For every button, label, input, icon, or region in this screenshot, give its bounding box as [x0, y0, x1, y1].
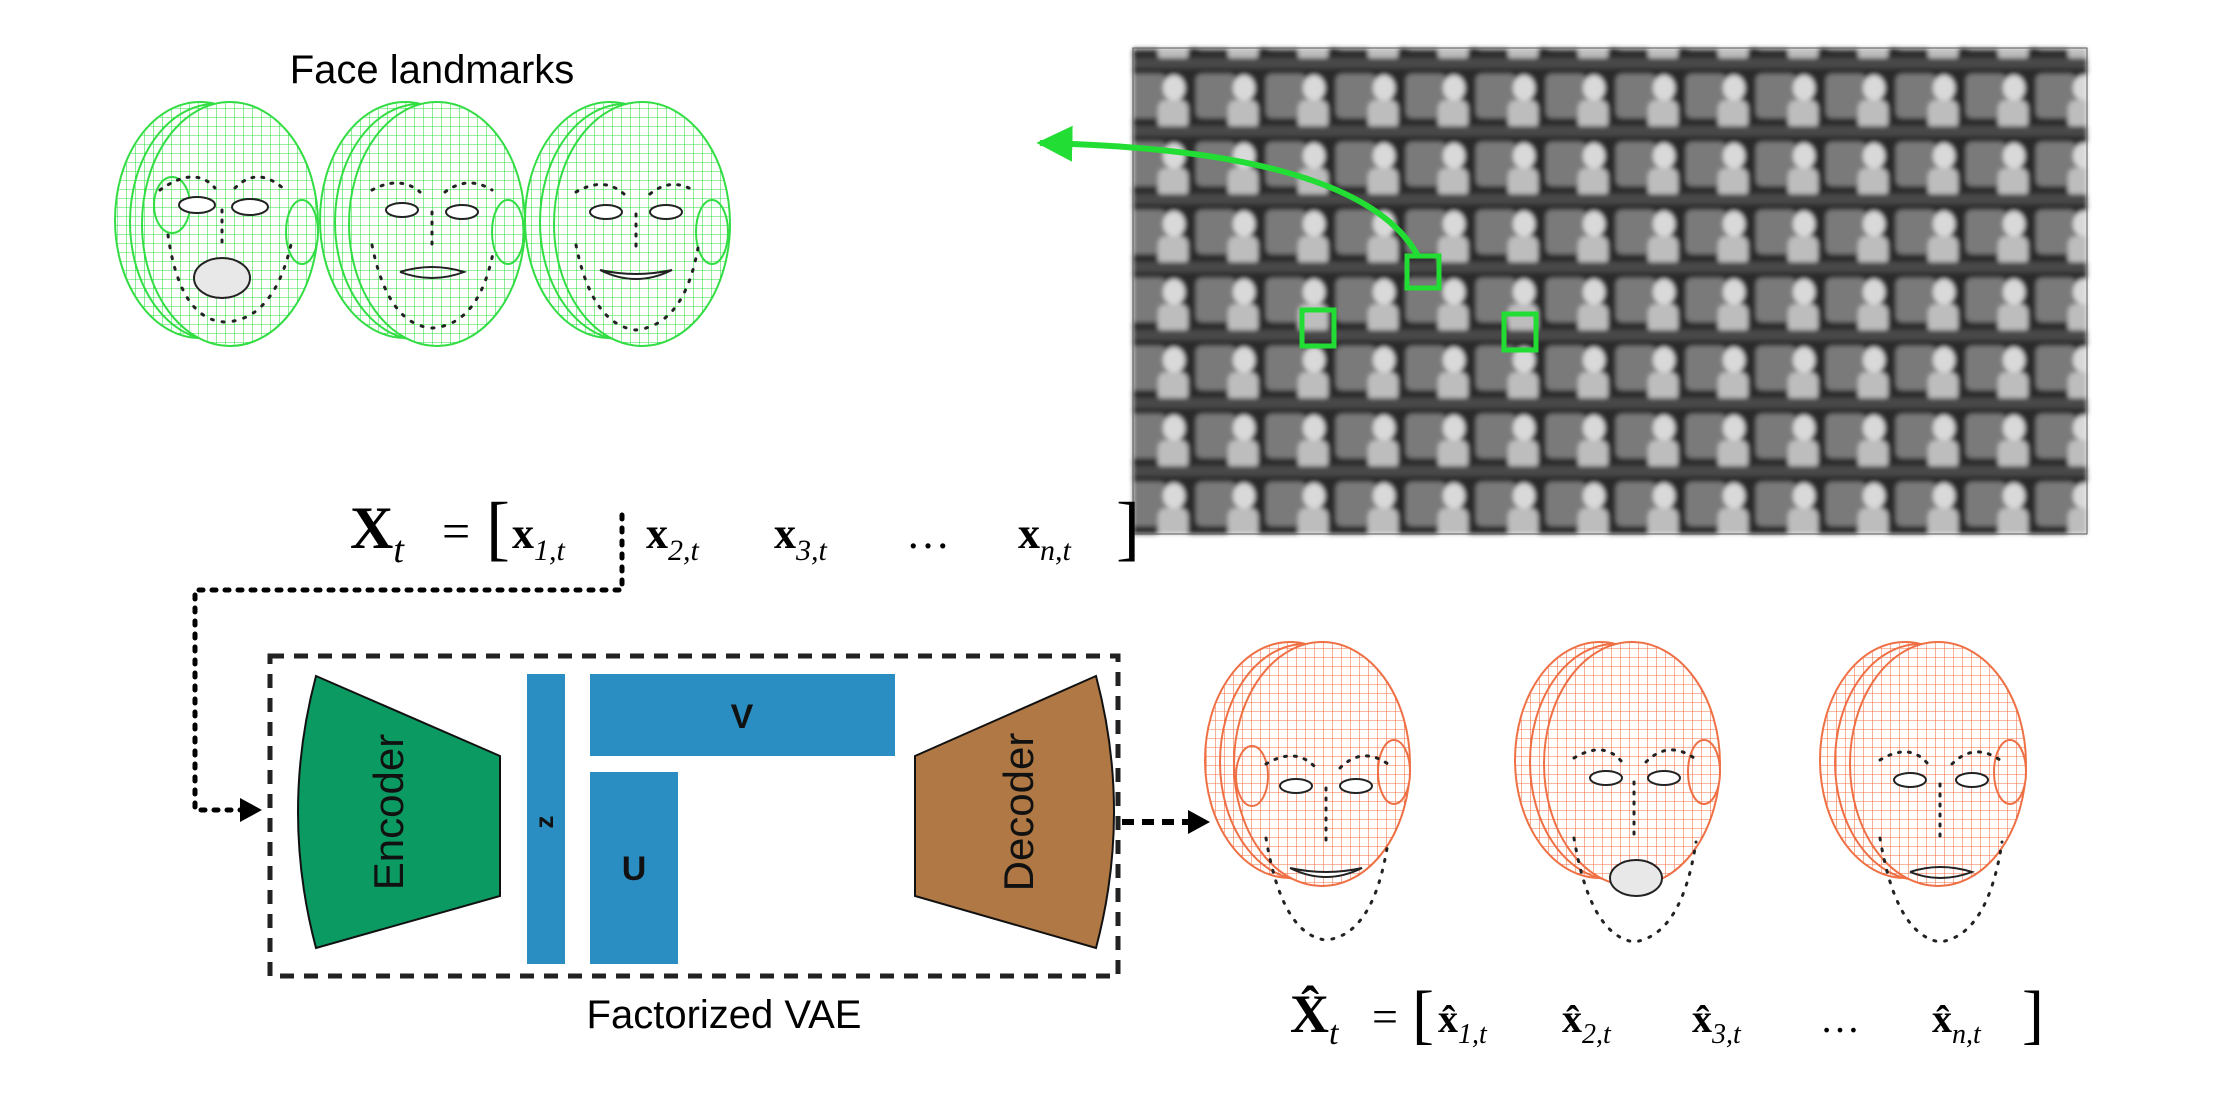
svg-text:[: [ — [486, 488, 510, 568]
highlight-box-face-3 — [1501, 311, 1539, 353]
input-arrowhead — [240, 798, 262, 822]
audience-photo — [1132, 47, 2088, 535]
svg-text:x̂1,t: x̂1,t — [1438, 996, 1488, 1050]
latent-v: V — [590, 674, 895, 756]
input-dotted-connector — [192, 512, 625, 813]
output-face-stack-2 — [1514, 641, 1721, 944]
svg-text:x̂2,t: x̂2,t — [1562, 996, 1612, 1050]
encoder-block: Encoder — [297, 674, 501, 950]
factorized-vae-box — [267, 653, 1121, 979]
svg-text:x̂3,t: x̂3,t — [1692, 996, 1742, 1050]
highlight-box-face-1 — [1404, 253, 1442, 291]
svg-text:x1,t: x1,t — [512, 509, 566, 567]
decoder-label: Decoder — [995, 733, 1042, 892]
latent-z: z — [527, 674, 565, 964]
output-arrowhead — [1188, 810, 1210, 834]
decoder-block: Decoder — [914, 674, 1115, 950]
factorized-vae-caption: Factorized VAE — [587, 993, 862, 1037]
input-equation: Xt = [ x1,t x2,t x3,t … xn,t ] — [350, 488, 1140, 571]
highlight-box-face-2 — [1299, 307, 1337, 349]
svg-text:x3,t: x3,t — [774, 509, 828, 567]
svg-text:[: [ — [1412, 978, 1434, 1051]
svg-text:xn,t: xn,t — [1018, 509, 1072, 567]
svg-text:…: … — [906, 509, 950, 558]
svg-text:=: = — [1372, 991, 1398, 1042]
svg-text:…: … — [1820, 996, 1860, 1041]
extraction-arrow — [1036, 125, 1421, 258]
latent-u: U — [590, 772, 678, 964]
svg-text:]: ] — [2022, 978, 2044, 1051]
svg-text:X̂t: X̂t — [1290, 984, 1340, 1052]
input-face-stack-2 — [319, 101, 526, 347]
output-face-stack-1 — [1204, 641, 1411, 942]
svg-text:x2,t: x2,t — [646, 509, 700, 567]
output-face-stack-3 — [1819, 641, 2027, 944]
input-face-stack-3 — [524, 101, 731, 347]
face-landmarks-title: Face landmarks — [290, 48, 575, 92]
latent-u-label: U — [622, 850, 647, 888]
svg-text:Xt: Xt — [350, 495, 405, 571]
svg-text:x̂n,t: x̂n,t — [1932, 996, 1982, 1050]
latent-v-label: V — [731, 698, 754, 736]
output-equation: X̂t = [ x̂1,t x̂2,t x̂3,t … x̂n,t ] — [1290, 978, 2044, 1052]
svg-text:]: ] — [1116, 488, 1140, 568]
latent-z-label: z — [529, 816, 559, 829]
input-face-stack-1 — [114, 101, 319, 347]
svg-text:=: = — [442, 503, 470, 559]
encoder-label: Encoder — [365, 734, 412, 890]
